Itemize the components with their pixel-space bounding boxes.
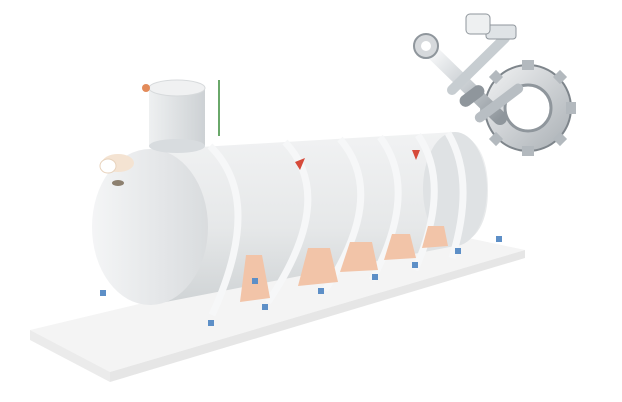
concrete-base-slab	[30, 232, 525, 382]
hammer-icon	[447, 13, 517, 95]
tank-straps	[207, 131, 467, 317]
anchor-bolts	[100, 236, 502, 326]
screwdriver-icon	[459, 83, 524, 123]
tank-markers	[295, 150, 420, 170]
inlet-pipe	[99, 154, 134, 186]
manhole-riser	[142, 79, 220, 153]
wrench-icon	[413, 33, 507, 125]
tools-group	[413, 13, 576, 156]
gear-icon	[480, 60, 576, 156]
